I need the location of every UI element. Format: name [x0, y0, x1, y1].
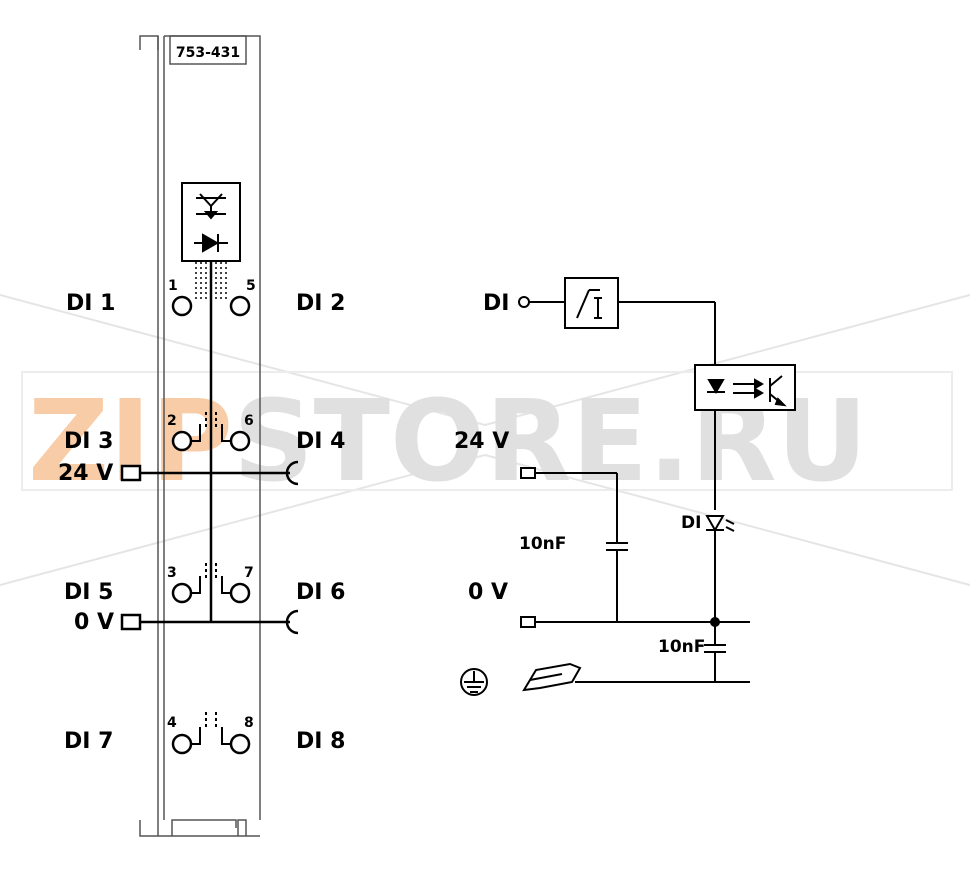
housing-top-left-notch — [139, 35, 159, 50]
terminal-4 — [171, 733, 193, 755]
sch-di-label: DI — [483, 291, 509, 316]
label-di2: DI 2 — [296, 291, 345, 316]
label-di5: DI 5 — [64, 580, 113, 605]
terminal-7 — [229, 582, 251, 604]
filter-block — [564, 277, 619, 329]
terminal-number-4: 4 — [167, 715, 177, 731]
terminal-group — [171, 295, 251, 755]
ground-symbol-circle — [460, 668, 488, 696]
label-di8: DI 8 — [296, 729, 345, 754]
housing-bottom-left-notch — [139, 820, 159, 837]
terminal-8 — [229, 733, 251, 755]
label-di4: DI 4 — [296, 429, 345, 454]
terminal-number-7: 7 — [244, 565, 254, 581]
terminal-number-1: 1 — [168, 278, 178, 294]
led-fan-dots — [195, 262, 227, 300]
din-rail-symbol — [522, 662, 582, 692]
label-di6: DI 6 — [296, 580, 345, 605]
module-labels: DI 1 DI 2 DI 3 DI 4 24 V DI 5 DI 6 0 V D… — [58, 291, 345, 754]
di-input-node — [518, 296, 530, 308]
schematic — [460, 277, 796, 696]
terminal-number-3: 3 — [167, 565, 177, 581]
label-di3: DI 3 — [64, 429, 113, 454]
terminal-number-6: 6 — [244, 413, 254, 429]
terminal-number-5: 5 — [246, 278, 256, 294]
watermark-text: ZIPSTORE.RU — [28, 377, 868, 507]
rail-0v-end — [285, 609, 299, 635]
schematic-labels: DI 24 V 0 V 10nF 10nF DI — [454, 291, 705, 657]
sch-cap1-label: 10nF — [519, 534, 566, 554]
rail-0v-terminal — [120, 613, 142, 631]
terminal-number-2: 2 — [167, 413, 177, 429]
watermark: ZIPSTORE.RU — [0, 294, 970, 586]
terminal-number-8: 8 — [244, 715, 254, 731]
part-number: 753-431 — [176, 45, 240, 61]
terminal-3 — [171, 582, 193, 604]
terminal-1 — [171, 295, 193, 317]
rail-24v-end — [285, 460, 299, 486]
module-housing — [139, 35, 261, 837]
sch-24v-terminal — [520, 467, 536, 479]
terminal-2 — [171, 430, 193, 452]
sch-24v-label: 24 V — [454, 429, 509, 454]
terminal-switches — [191, 412, 231, 745]
module-led-block — [181, 182, 241, 262]
sch-cap2-label: 10nF — [658, 637, 705, 657]
rail-24v-terminal — [120, 464, 142, 482]
terminal-6 — [229, 430, 251, 452]
module-rails — [120, 460, 299, 635]
terminal-5 — [229, 295, 251, 317]
terminal-numbers: 1 5 2 6 3 7 4 8 — [167, 278, 256, 731]
sch-0v-terminal — [520, 616, 536, 628]
label-di1: DI 1 — [66, 291, 115, 316]
label-24v: 24 V — [58, 461, 113, 486]
label-0v: 0 V — [74, 610, 114, 635]
label-di7: DI 7 — [64, 729, 113, 754]
sch-0v-label: 0 V — [468, 580, 508, 605]
sch-led-label: DI — [681, 513, 701, 533]
part-number-box — [169, 35, 247, 65]
watermark-zip: ZIP — [28, 377, 233, 507]
